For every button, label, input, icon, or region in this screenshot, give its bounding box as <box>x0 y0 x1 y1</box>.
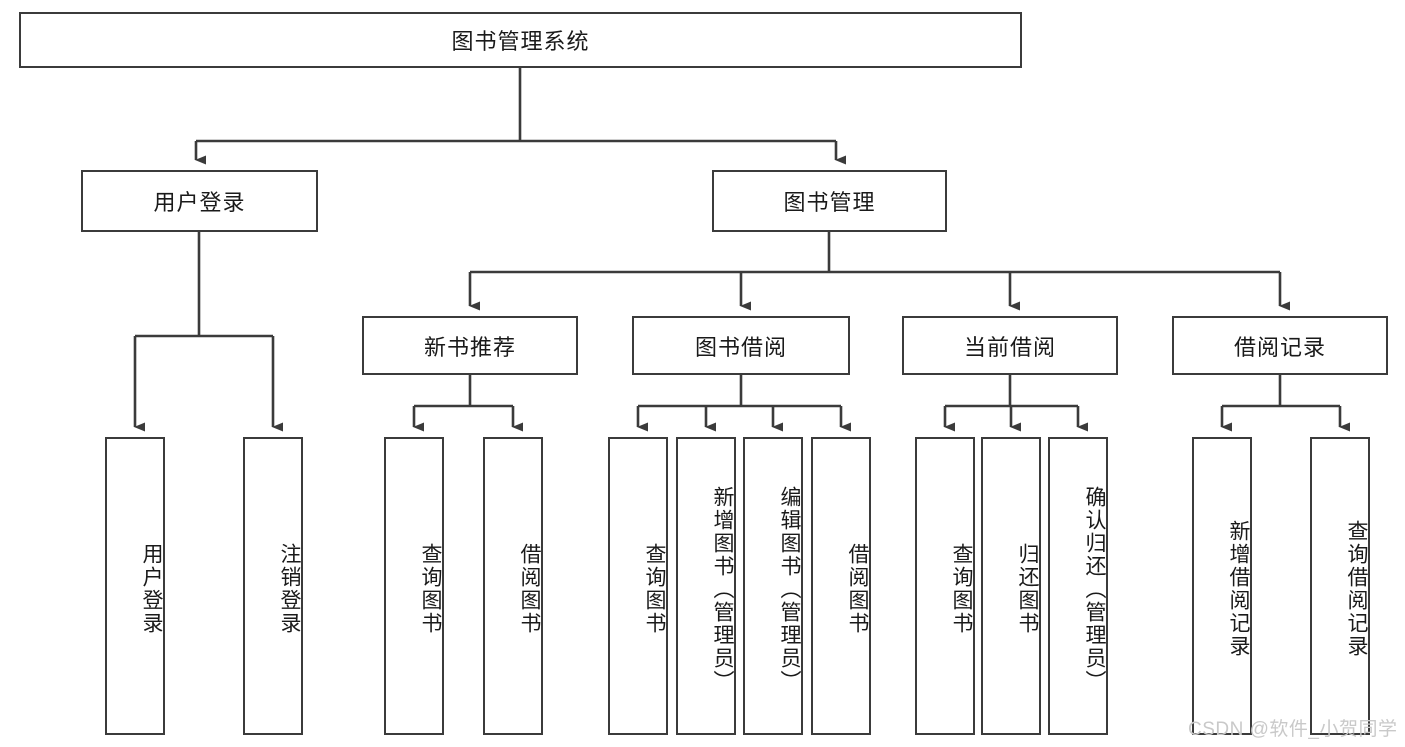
node-leaf-query-book-2[interactable]: 查询图书 <box>608 437 668 735</box>
node-root-label: 图书管理系统 <box>451 29 590 54</box>
watermark: CSDN @软件_小贺同学 <box>1188 719 1398 740</box>
node-leaf-return-book-label: 归还图书 <box>1016 543 1039 635</box>
node-leaf-borrow-book-2[interactable]: 借阅图书 <box>811 437 871 735</box>
node-new-book-recommend-label: 新书推荐 <box>423 334 516 360</box>
node-book-manage-label: 图书管理 <box>783 190 876 215</box>
node-leaf-confirm-return-label: 确认归还（管理员） <box>1083 485 1106 693</box>
node-leaf-add-book-label: 新增图书（管理员） <box>711 485 734 693</box>
node-leaf-query-book-3[interactable]: 查询图书 <box>915 437 975 735</box>
node-root[interactable]: 图书管理系统 <box>19 12 1022 68</box>
node-leaf-query-record-label: 查询借阅记录 <box>1345 520 1368 658</box>
node-leaf-user-logout[interactable]: 注销登录 <box>243 437 303 735</box>
node-leaf-add-record[interactable]: 新增借阅记录 <box>1192 437 1252 735</box>
node-leaf-borrow-book-1-label: 借阅图书 <box>518 543 541 635</box>
node-user-login-label: 用户登录 <box>153 190 246 215</box>
node-leaf-edit-book[interactable]: 编辑图书（管理员） <box>743 437 803 735</box>
node-leaf-user-login-label: 用户登录 <box>140 543 163 635</box>
node-leaf-query-book-1[interactable]: 查询图书 <box>384 437 444 735</box>
node-leaf-add-record-label: 新增借阅记录 <box>1227 520 1250 658</box>
node-leaf-confirm-return[interactable]: 确认归还（管理员） <box>1048 437 1108 735</box>
node-book-manage[interactable]: 图书管理 <box>712 170 947 232</box>
node-leaf-user-logout-label: 注销登录 <box>278 543 301 635</box>
node-leaf-query-book-2-label: 查询图书 <box>643 543 666 635</box>
node-user-login[interactable]: 用户登录 <box>81 170 318 232</box>
node-leaf-edit-book-label: 编辑图书（管理员） <box>778 485 801 693</box>
node-leaf-add-book[interactable]: 新增图书（管理员） <box>676 437 736 735</box>
node-book-borrow-label: 图书借阅 <box>694 334 787 360</box>
node-current-borrow-label: 当前借阅 <box>963 334 1056 360</box>
node-leaf-borrow-book-1[interactable]: 借阅图书 <box>483 437 543 735</box>
node-book-borrow[interactable]: 图书借阅 <box>632 316 850 375</box>
node-new-book-recommend[interactable]: 新书推荐 <box>362 316 578 375</box>
node-current-borrow[interactable]: 当前借阅 <box>902 316 1118 375</box>
node-leaf-query-record[interactable]: 查询借阅记录 <box>1310 437 1370 735</box>
node-leaf-query-book-3-label: 查询图书 <box>950 543 973 635</box>
node-leaf-borrow-book-2-label: 借阅图书 <box>846 543 869 635</box>
node-leaf-query-book-1-label: 查询图书 <box>419 543 442 635</box>
node-borrow-record[interactable]: 借阅记录 <box>1172 316 1388 375</box>
node-leaf-user-login[interactable]: 用户登录 <box>105 437 165 735</box>
node-leaf-return-book[interactable]: 归还图书 <box>981 437 1041 735</box>
node-borrow-record-label: 借阅记录 <box>1233 334 1326 360</box>
